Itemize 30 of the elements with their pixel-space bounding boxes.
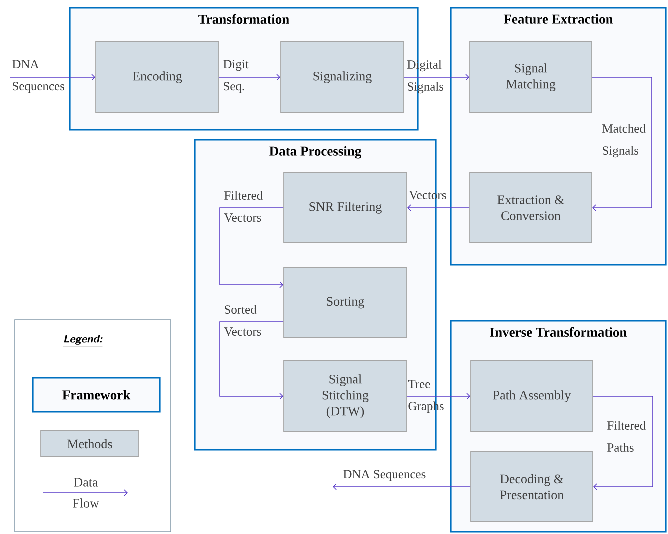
edge-label: Sorted Vectors — [224, 305, 262, 336]
method-box: SNR Filtering — [284, 172, 408, 244]
edge-label: Digit Seq. — [224, 60, 249, 94]
method-box: Decoding & Presentation — [470, 452, 594, 522]
arrow — [10, 74, 96, 81]
method-box: Sorting — [284, 268, 408, 338]
method-box: Signal Stitching (DTW) — [284, 360, 408, 432]
method-box: Extraction & Conversion — [470, 172, 592, 244]
legend-method: Methods — [40, 430, 140, 458]
arrow — [220, 322, 284, 400]
legend-label: Data Flow — [73, 478, 100, 508]
method-box: Path Assembly — [470, 360, 594, 432]
arrow — [333, 484, 471, 490]
arrow — [220, 208, 284, 288]
edge-label: Matched Signals — [602, 124, 646, 158]
arrow — [219, 74, 281, 81]
arrow — [407, 393, 471, 400]
legend-title: Legend: — [63, 335, 103, 347]
edge-label: DNA Sequences — [344, 470, 426, 482]
method-box: Signal Matching — [470, 42, 592, 114]
arrow — [593, 396, 654, 490]
arrow — [407, 204, 470, 212]
method-box: Encoding — [96, 42, 220, 114]
method-box: Signalizing — [280, 42, 404, 114]
edge-label: DNA Sequences — [12, 60, 65, 94]
edge-label: Filtered Paths — [608, 421, 646, 452]
legend-framework: Framework — [32, 377, 161, 413]
arrow — [592, 77, 652, 212]
edge-label: Filtered Vectors — [224, 191, 263, 222]
arrow — [404, 74, 470, 81]
